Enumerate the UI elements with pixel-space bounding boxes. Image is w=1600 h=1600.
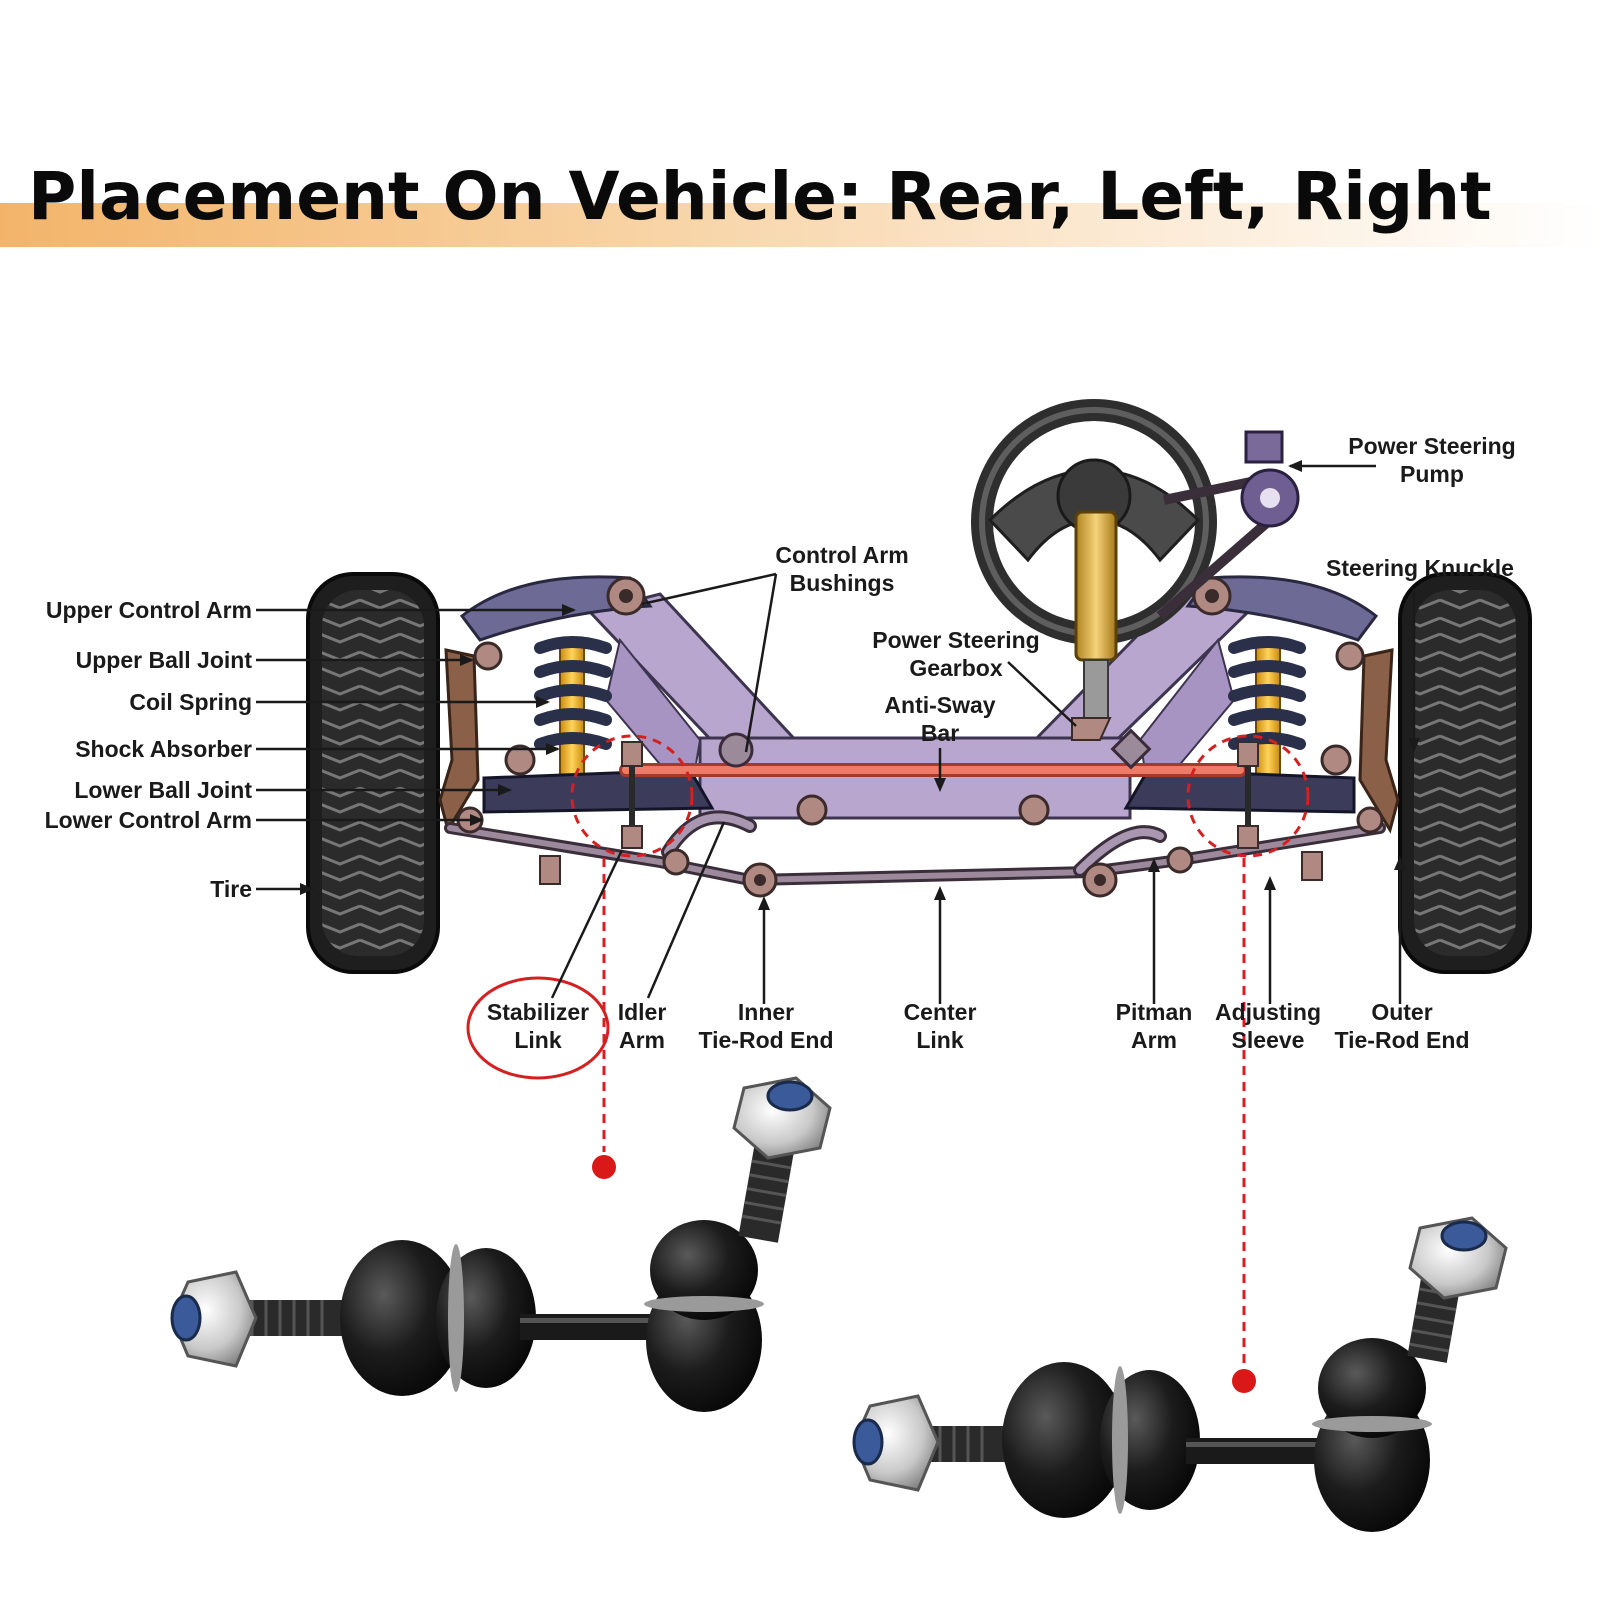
label-power-steering-gearbox-2: Gearbox (909, 655, 1003, 681)
label-control-arm-bushings-1: Control Arm (775, 542, 908, 568)
right-coil-spring (1228, 636, 1306, 776)
label-anti-sway-bar-2: Bar (921, 720, 959, 746)
right-tire (1398, 572, 1532, 974)
page-title: Placement On Vehicle: Rear, Left, Right (28, 158, 1492, 235)
arrow-heads (300, 460, 1420, 910)
title-highlight-bar (0, 203, 1600, 247)
left-coil-spring (534, 636, 612, 776)
label-adjusting-sleeve-2: Sleeve (1232, 1027, 1305, 1053)
label-power-steering-gearbox-1: Power Steering (872, 627, 1039, 653)
label-idler-arm-2: Arm (619, 1027, 665, 1053)
label-inner-tie-rod-end-1: Inner (738, 999, 794, 1025)
diagram-stabilizer-links (621, 741, 1259, 849)
right-link-red-dot (1232, 1369, 1256, 1393)
label-coil-spring: Coil Spring (129, 689, 252, 715)
label-pitman-arm-2: Arm (1131, 1027, 1177, 1053)
power-steering-pump-shape (1156, 430, 1300, 620)
label-upper-ball-joint: Upper Ball Joint (76, 647, 253, 673)
label-steering-knuckle: Steering Knuckle (1326, 555, 1514, 581)
label-outer-tie-rod-end-2: Tie-Rod End (1334, 1027, 1469, 1053)
left-upper-control-arm (459, 575, 653, 642)
label-stabilizer-link-1: Stabilizer (487, 999, 589, 1025)
label-power-steering-pump-2: Pump (1400, 461, 1464, 487)
label-outer-tie-rod-end-1: Outer (1371, 999, 1432, 1025)
right-steering-knuckle (1358, 648, 1400, 834)
label-center-link-2: Link (916, 1027, 963, 1053)
label-adjusting-sleeve-1: Adjusting (1215, 999, 1321, 1025)
left-steering-knuckle (438, 648, 480, 834)
label-lower-ball-joint: Lower Ball Joint (74, 777, 252, 803)
right-upper-control-arm (1185, 575, 1379, 642)
stabilizer-link-product-right (852, 1216, 1508, 1532)
label-tire: Tire (210, 876, 252, 902)
label-idler-arm-1: Idler (618, 999, 667, 1025)
label-stabilizer-link-2: Link (514, 1027, 561, 1053)
label-control-arm-bushings-2: Bushings (790, 570, 895, 596)
red-highlights (570, 734, 1310, 1372)
left-link-red-dot (592, 1155, 616, 1179)
label-inner-tie-rod-end-2: Tie-Rod End (698, 1027, 833, 1053)
left-tire (306, 572, 440, 974)
steering-column (1071, 510, 1118, 741)
label-power-steering-pump-1: Power Steering (1348, 433, 1515, 459)
label-center-link-1: Center (904, 999, 977, 1025)
label-lower-control-arm: Lower Control Arm (45, 807, 252, 833)
stabilizer-link-label-circle (466, 976, 610, 1080)
label-pitman-arm-1: Pitman (1116, 999, 1193, 1025)
label-anti-sway-bar-1: Anti-Sway (884, 692, 995, 718)
leader-lines (256, 464, 1416, 1004)
label-upper-control-arm: Upper Control Arm (46, 597, 252, 623)
stabilizer-link-product-left (170, 1076, 832, 1412)
label-shock-absorber: Shock Absorber (75, 736, 252, 762)
